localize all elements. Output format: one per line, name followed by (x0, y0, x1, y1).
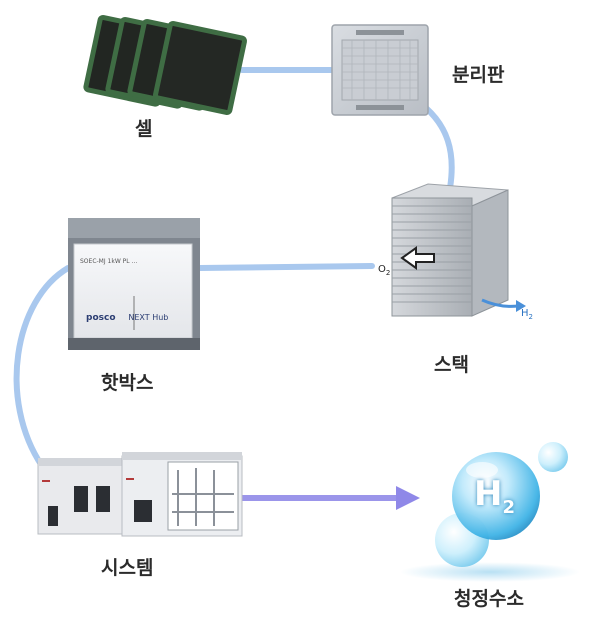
hydrogen-symbol-sub: 2 (502, 496, 515, 518)
hydrogen-symbol-main: H (474, 474, 503, 514)
separator-label: 분리판 (452, 64, 505, 86)
hotbox-image (68, 218, 200, 350)
hotbox-brand: posco NEXT Hub (86, 313, 168, 323)
hotbox-brand-sub: NEXT Hub (128, 313, 169, 322)
arrow-system-hydrogen (242, 486, 420, 510)
cell-label: 셀 (135, 118, 153, 140)
hotbox-brand-name: posco (86, 313, 116, 323)
hydrogen-label: 청정수소 (454, 588, 524, 610)
connector-lines (13, 67, 455, 469)
hydrogen-image (400, 442, 580, 582)
separator-image (331, 24, 429, 116)
connector-stack-hotbox (197, 263, 375, 271)
h2-label-main: H (521, 308, 529, 319)
hydrogen-symbol: H2 (474, 474, 515, 518)
hotbox-label: 핫박스 (101, 372, 154, 394)
h2-label: H2 (521, 308, 533, 321)
connector-separator-stack (423, 105, 455, 191)
o2-label-main: O (378, 264, 386, 275)
connector-hotbox-system (13, 265, 71, 469)
h2-label-sub: 2 (528, 313, 533, 321)
hydrogen-small-bubble-top (538, 442, 568, 472)
o2-label-sub: 2 (385, 269, 391, 277)
cell-image (83, 14, 248, 116)
system-label: 시스템 (101, 557, 154, 579)
o2-label: O2 (378, 264, 390, 277)
hotbox-panel-text: SOEC-MJ 1kW PL ... (80, 258, 138, 265)
stack-image (391, 183, 526, 317)
system-image (37, 452, 243, 537)
stack-label: 스택 (434, 354, 469, 376)
